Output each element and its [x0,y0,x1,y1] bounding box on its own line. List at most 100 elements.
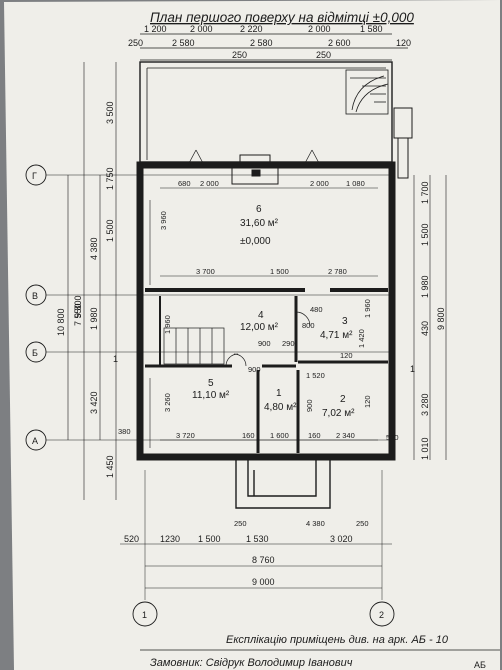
room-6-number: 6 [256,204,262,215]
bot-side-1: 380 [118,427,131,436]
left-inner-dim-1: 1 750 [105,167,115,190]
bottom-total-1: 8 760 [252,555,275,565]
r4-dim-3: 2 780 [328,267,347,276]
porch-dim-3: 250 [356,519,369,528]
left-inner-dim-5: 1 [113,354,118,364]
right-dim-3: 9 800 [436,307,446,330]
bottom-dim-4: 1 530 [246,534,269,544]
bot-dim-4: 160 [308,431,321,440]
mid-dim-120: 120 [340,351,353,360]
r6-dim-3: 2 000 [310,179,329,188]
fireplace [231,154,279,185]
top-dim-1-4: 2 000 [308,24,331,34]
r6-dim-4: 1 080 [346,179,365,188]
room-2-area: 7,02 м² [322,408,355,419]
r4-dim-1: 3 700 [196,267,215,276]
room-4-area: 12,00 м² [240,322,279,333]
axis-b-label: Б [32,348,38,358]
r3-left-dim: 1 420 [357,329,366,348]
left-outer-dim-2: 9 800 [73,295,83,318]
axis-2-label: 2 [379,610,384,620]
right-dim-4: 1 700 [420,181,430,204]
right-dim-1: 1 010 [420,437,430,460]
room-3-number: 3 [342,316,348,327]
room-6-area: 31,60 м² [240,218,279,229]
r6-dim-2: 2 000 [200,179,219,188]
porch-dim-2: 4 380 [306,519,325,528]
top-dimensions [140,33,408,61]
bot-dim-2: 160 [242,431,255,440]
bottom-total-2: 9 000 [252,577,275,587]
top-dim-2-2: 2 580 [172,38,195,48]
top-dim-2-3: 2 580 [250,38,273,48]
left-outer-dim-1: 10 800 [56,308,66,336]
entrance-porch [235,460,331,509]
top-dim-3-2: 250 [316,50,331,60]
axis-1-label: 1 [142,610,147,620]
r3-right-dim: 1 960 [363,299,372,318]
bottom-dim-2: 1230 [160,534,180,544]
axis-g-label: Г [32,171,37,181]
room-5-number: 5 [208,378,214,389]
r2-dim: 120 [363,395,372,408]
top-dim-2-4: 2 600 [328,38,351,48]
mid-dim-290: 290 [282,339,295,348]
top-dim-1-5: 1 580 [360,24,383,34]
r6-left-dim: 3 960 [159,211,168,230]
room-1-number: 1 [276,388,282,399]
explication-note: Експлікацію приміщень див. на арк. АБ - … [226,634,449,646]
porch-dim-1: 250 [234,519,247,528]
top-dim-2-5: 120 [396,38,411,48]
right-dim-8: 1 [410,364,415,374]
bot-dim-1: 3 720 [176,431,195,440]
right-dim-6: 1 980 [420,275,430,298]
bottom-dim-3: 1 500 [198,534,221,544]
left-outer-dim-3: 3 500 [105,101,115,124]
top-dim-1-3: 2 220 [240,24,263,34]
exterior-stair [345,69,389,115]
bottom-dim-1: 520 [124,534,139,544]
axis-markers [25,164,395,627]
left-inner-dim-3: 1 980 [89,307,99,330]
left-outer-dim-4: 1 450 [105,455,115,478]
bottom-dimension-lines [120,543,392,589]
bot-dim-3: 1 600 [270,431,289,440]
mid-dim-800: 800 [302,321,315,330]
top-dim-2-1: 250 [128,38,143,48]
room-5-area: 11,10 м² [192,390,230,401]
mid-dim-900b: 900 [248,365,261,374]
room-4-number: 4 [258,310,264,321]
chimney-duct [393,107,413,179]
right-dim-7: 430 [420,321,430,336]
bot-dim-5: 2 340 [336,431,355,440]
r1-dim: 900 [305,399,314,412]
plan-title: План першого поверху на відмітці ±0,000 [150,10,414,25]
axis-lines [46,174,392,600]
r5-left-dim: 3 260 [163,393,172,412]
left-dimension-lines [67,62,117,500]
top-dim-1-2: 2 000 [190,24,213,34]
left-inner-dim-4: 7 550 [73,303,83,326]
bottom-dim-5: 3 020 [330,534,353,544]
left-mid-dim-1: 4 380 [89,237,99,260]
bot-side-2: 520 [386,433,399,442]
right-dimension-lines [413,175,447,460]
axis-v-label: В [32,291,38,301]
client-line: Замовник: Свідрук Володимир Іванович [150,657,353,669]
left-inner-dim-2: 1 500 [105,219,115,242]
interior-stair [163,327,225,365]
mid-dim-480: 480 [310,305,323,314]
sheet-code: АБ [474,660,486,670]
window-marks [137,180,395,460]
room-1-area: 4,80 м² [264,402,297,413]
r4-left-dim: 1 960 [163,315,172,334]
mid-dim-900: 900 [258,339,271,348]
right-dim-2: 3 280 [420,393,430,416]
room-2-number: 2 [340,394,346,405]
axis-a-label: А [32,436,38,446]
door-swings [187,149,321,367]
mid-dim-1520: 1 520 [306,371,325,380]
top-dim-1-1: 1 200 [144,24,167,34]
room-6-level: ±0,000 [240,236,271,247]
